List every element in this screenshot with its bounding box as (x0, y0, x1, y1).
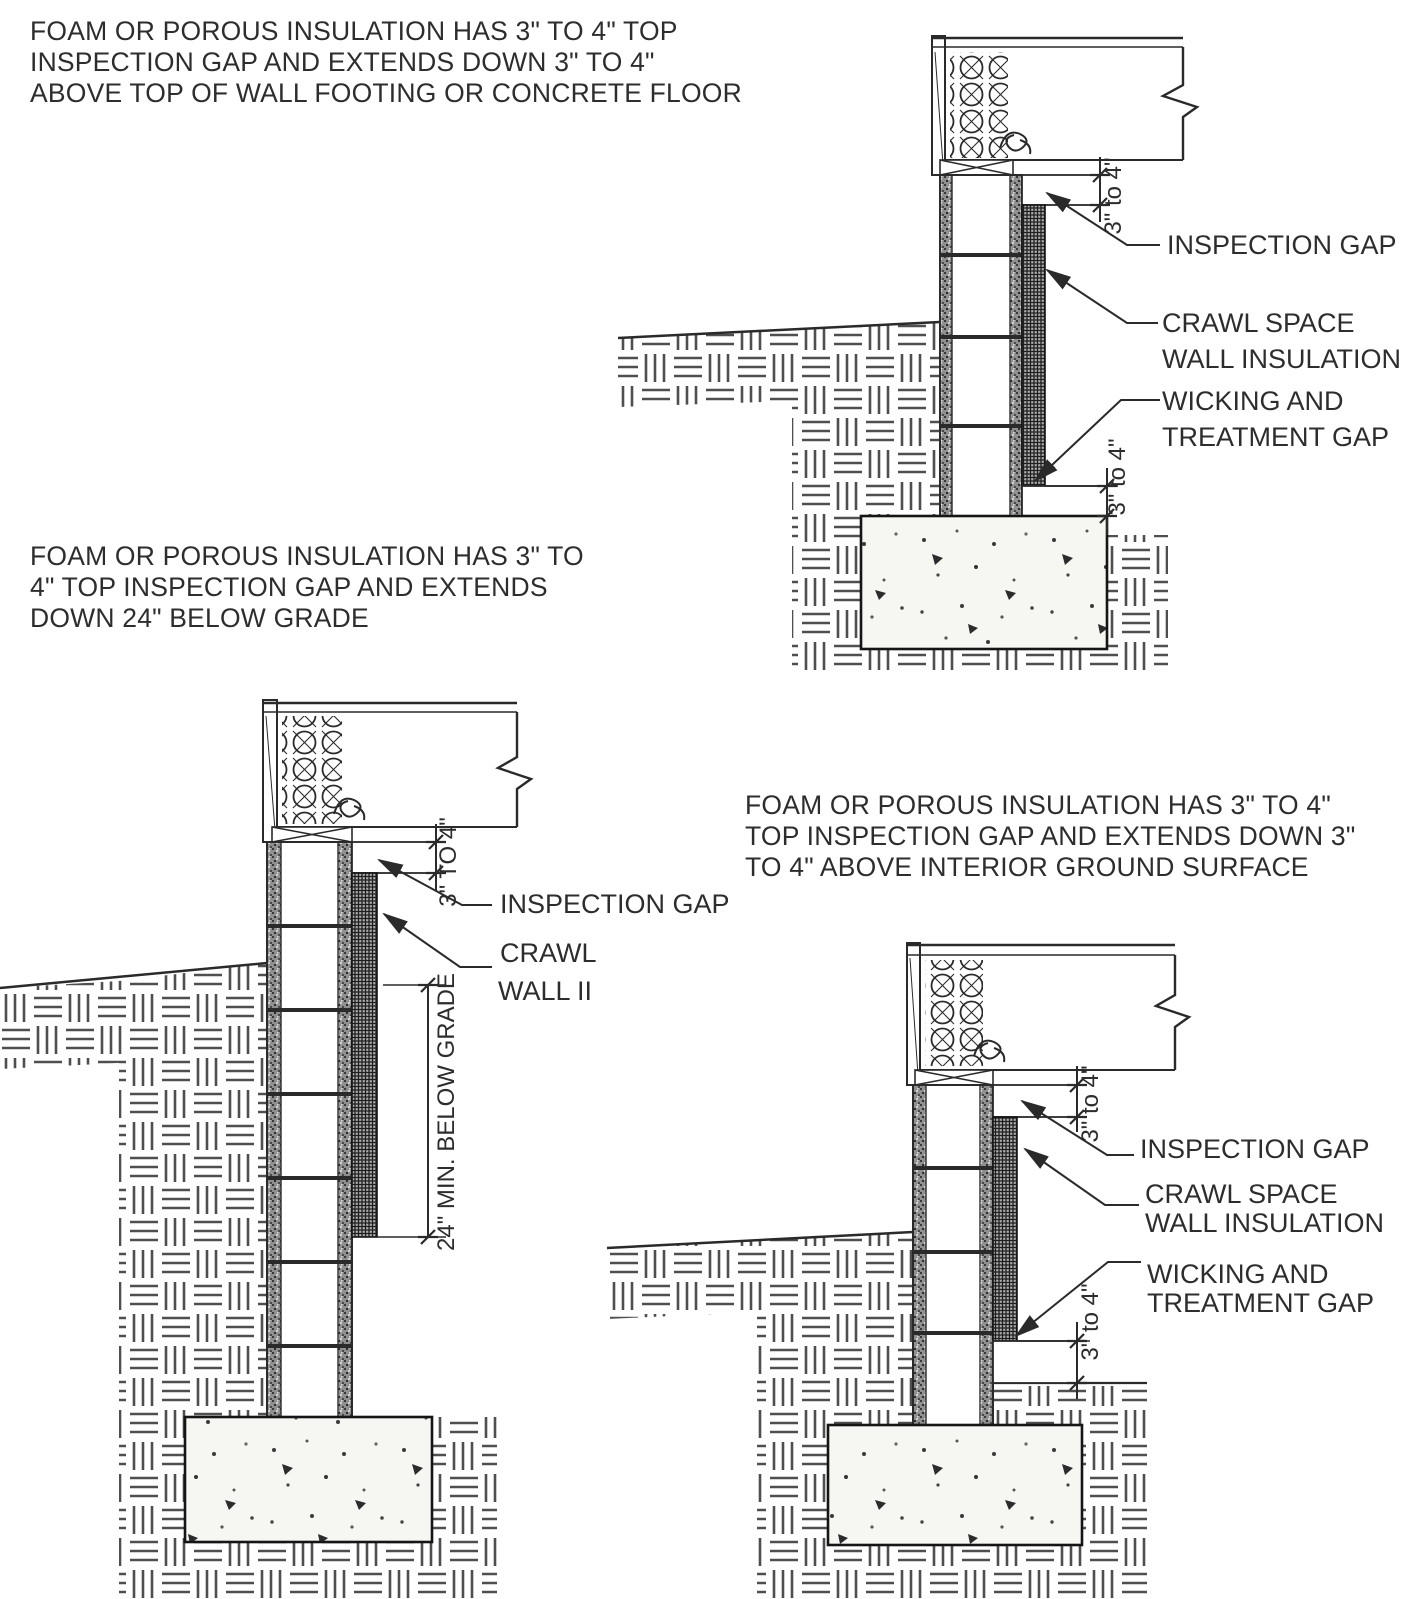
detail-c-block-wall (912, 1084, 994, 1426)
detail-c-top-dimension (1067, 1066, 1087, 1132)
detail-b-below-grade-dimension (377, 977, 446, 1245)
label-wicking-a: WICKING AND (1162, 386, 1344, 416)
note-line: INSPECTION GAP AND EXTENDS DOWN 3" TO 4" (30, 47, 655, 77)
note-line: FOAM OR POROUS INSULATION HAS 3" TO 4" (745, 790, 1331, 820)
detail-a-sill-plate (939, 159, 1014, 176)
detail-c-bottom-dimension (1017, 1322, 1090, 1399)
detail-a-above-footing: 3" to 4" 3" to 4" INSPECTION GAP CRAWL S… (617, 35, 1401, 671)
detail-b-wall-insulation (351, 872, 378, 1238)
label-treatment-gap-c: TREATMENT GAP (1147, 1288, 1374, 1318)
detail-b-top-dimension (426, 824, 446, 891)
detail-c-grade-line (606, 1230, 914, 1250)
detail-a-block-joints (940, 253, 1022, 428)
note-footing-variant: FOAM OR POROUS INSULATION HAS 3" TO 4" T… (30, 16, 742, 109)
label-crawl-b: CRAWL (500, 938, 597, 968)
detail-b-block-wall (266, 841, 353, 1418)
detail-c-interior-ground-hatch (993, 1386, 1147, 1425)
detail-a-floor-assembly (931, 35, 1200, 176)
detail-b-batt-insulation (282, 716, 342, 824)
detail-a-grade-line (617, 320, 941, 340)
label-treatment-gap-a: TREATMENT GAP (1162, 422, 1389, 452)
note-below-grade-variant: FOAM OR POROUS INSULATION HAS 3" TO 4" T… (30, 541, 584, 634)
detail-b-leader-lines (377, 858, 492, 968)
detail-a-wicking-gap-area (1021, 485, 1108, 517)
detail-c-batt-insulation (925, 960, 983, 1066)
label-inspection-gap-a: INSPECTION GAP (1167, 230, 1397, 260)
detail-b-below-grade: 3" TO 4" 24" MIN. BELOW GRADE INSPECTION… (0, 699, 730, 1599)
label-wall-b: WALL II (498, 976, 592, 1006)
detail-c-earth-hatch (606, 1230, 1147, 1599)
detail-c-wicking-gap-area (992, 1340, 1078, 1384)
detail-c-break-symbol (1153, 955, 1192, 1070)
detail-c-floor-assembly (906, 942, 1192, 1086)
detail-a-top-dimension (1090, 157, 1110, 222)
detail-b-batt-squiggle (333, 797, 366, 821)
detail-c-sill-plate (914, 1069, 994, 1086)
note-line: TOP INSPECTION GAP AND EXTENDS DOWN 3" (745, 821, 1356, 851)
note-line: ABOVE TOP OF WALL FOOTING OR CONCRETE FL… (30, 78, 742, 108)
detail-a-earth-hatch (617, 320, 1168, 671)
detail-c-footing (826, 1423, 1084, 1547)
detail-c-leader-lines (1014, 1099, 1141, 1338)
detail-b-floor-assembly (262, 699, 534, 843)
detail-a-batt-insulation (950, 52, 1008, 158)
label-crawl-space-c: CRAWL SPACE (1145, 1179, 1338, 1209)
label-wall-insulation-c: WALL INSULATION (1145, 1208, 1384, 1238)
detail-b-footing (183, 1415, 434, 1544)
detail-a-leader-lines (1033, 191, 1160, 483)
note-line: FOAM OR POROUS INSULATION HAS 3" TO (30, 541, 584, 571)
detail-b-sill-plate (271, 826, 353, 843)
note-line: TO 4" ABOVE INTERIOR GROUND SURFACE (745, 852, 1309, 882)
detail-c-top-dim-text: 3" to 4" (1077, 1065, 1104, 1142)
label-crawl-space-a: CRAWL SPACE (1162, 308, 1355, 338)
detail-b-grade-line (0, 961, 268, 990)
label-inspection-gap-b: INSPECTION GAP (500, 889, 730, 919)
label-wicking-c: WICKING AND (1147, 1259, 1329, 1289)
detail-c-interior-ground: 3" to 4" 3" to 4" INSPECTION GAP CRAWL S… (606, 942, 1384, 1599)
label-wall-insulation-a: WALL INSULATION (1162, 344, 1401, 374)
detail-c-batt-squiggle (973, 1039, 1006, 1063)
detail-b-below-grade-dim-text: 24" MIN. BELOW GRADE (433, 973, 460, 1251)
detail-b-break-symbol (495, 712, 534, 827)
detail-c-block-joints (913, 1166, 993, 1335)
detail-c-inspection-gap-area (992, 1084, 1078, 1118)
detail-a-break-symbol (1159, 47, 1200, 160)
detail-a-batt-squiggle (999, 131, 1032, 155)
detail-a-top-dim-text: 3" to 4" (1100, 157, 1127, 234)
label-inspection-gap-c: INSPECTION GAP (1140, 1134, 1370, 1164)
detail-a-bottom-dim-text: 3" to 4" (1104, 438, 1131, 515)
detail-a-wall-insulation (1021, 204, 1046, 487)
note-line: DOWN 24" BELOW GRADE (30, 603, 369, 633)
detail-a-footing (859, 514, 1109, 651)
detail-a-block-wall (939, 174, 1023, 517)
detail-a-bottom-dimension (1045, 468, 1118, 535)
detail-a-inspection-gap-area (1021, 174, 1101, 206)
detail-c-wall-insulation (992, 1116, 1018, 1342)
note-line: 4" TOP INSPECTION GAP AND EXTENDS (30, 572, 548, 602)
detail-c-bottom-dim-text: 3" to 4" (1077, 1283, 1104, 1360)
note-line: FOAM OR POROUS INSULATION HAS 3" TO 4" T… (30, 16, 678, 46)
detail-b-earth-hatch (0, 961, 497, 1599)
note-interior-ground-variant: FOAM OR POROUS INSULATION HAS 3" TO 4" T… (745, 790, 1355, 883)
detail-b-block-joints (267, 924, 352, 1348)
